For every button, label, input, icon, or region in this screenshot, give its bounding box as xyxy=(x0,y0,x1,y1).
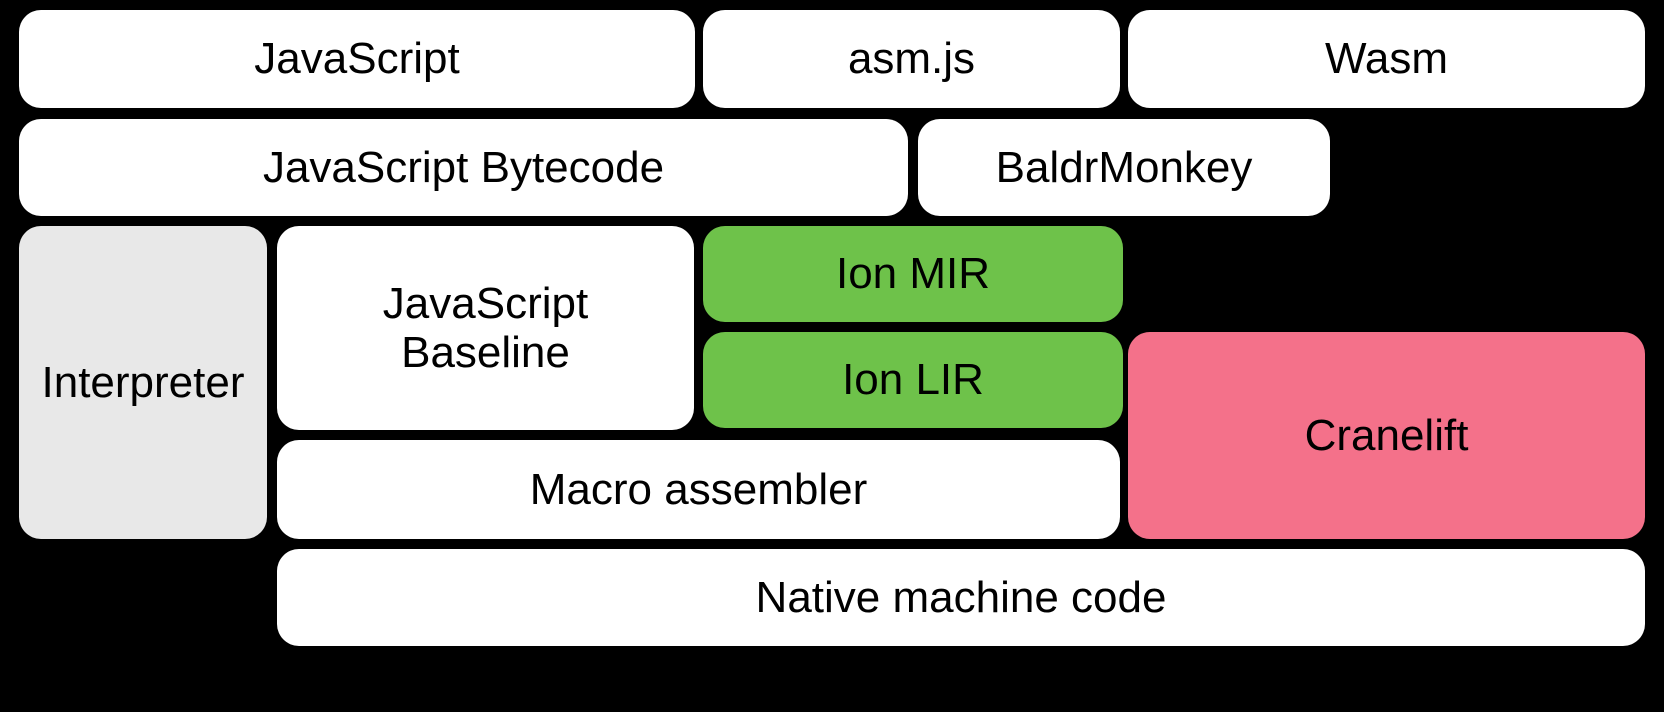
node-native-machine-code: Native machine code xyxy=(277,549,1645,646)
node-javascript-bytecode: JavaScript Bytecode xyxy=(19,119,908,216)
node-ion-lir: Ion LIR xyxy=(703,332,1123,428)
node-cranelift: Cranelift xyxy=(1128,332,1645,539)
node-asmjs: asm.js xyxy=(703,10,1120,108)
node-javascript-baseline: JavaScript Baseline xyxy=(277,226,694,430)
node-interpreter: Interpreter xyxy=(19,226,267,539)
node-baldrmonkey: BaldrMonkey xyxy=(918,119,1330,216)
node-ion-mir: Ion MIR xyxy=(703,226,1123,322)
node-macro-assembler: Macro assembler xyxy=(277,440,1120,539)
node-wasm: Wasm xyxy=(1128,10,1645,108)
node-javascript: JavaScript xyxy=(19,10,695,108)
